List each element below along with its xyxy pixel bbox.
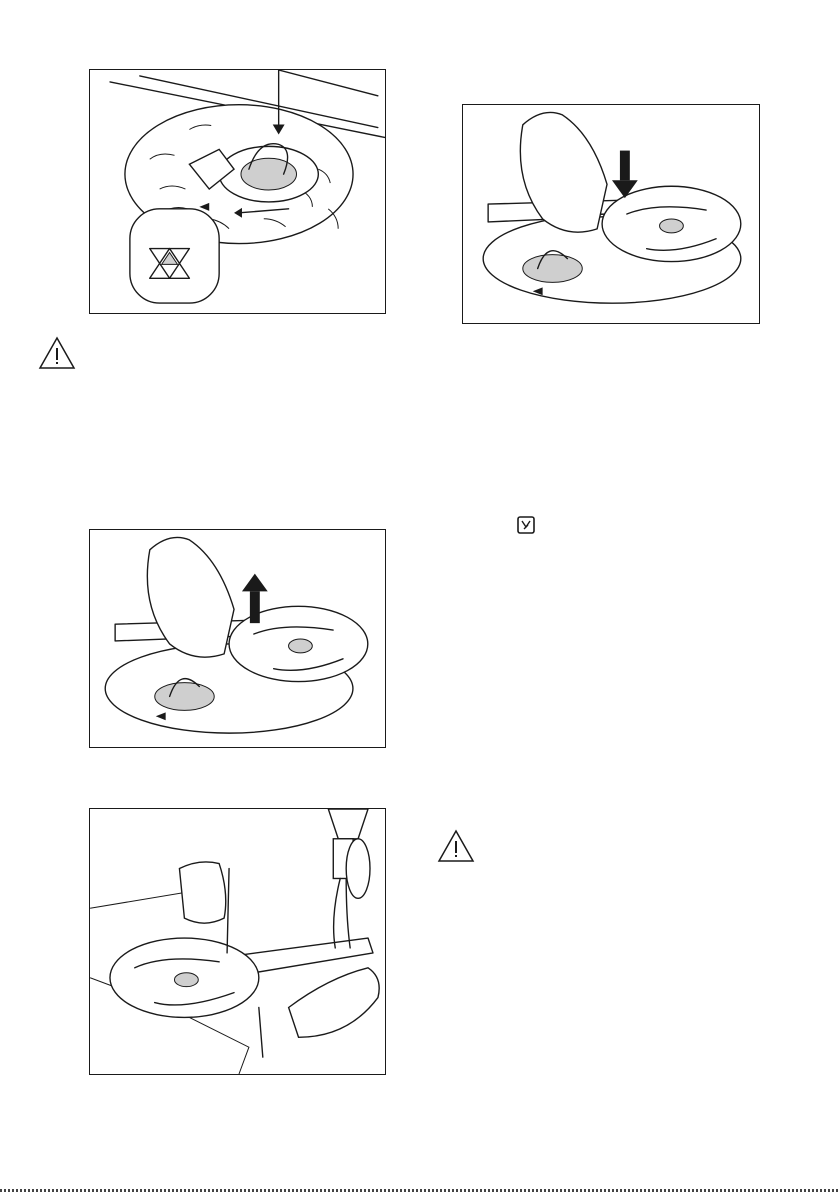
figure-push-spray-arm: [462, 104, 760, 324]
filter-lock-illustration: [90, 70, 385, 313]
spray-arm-lift-illustration: [90, 530, 385, 747]
figure-lift-spray-arm: [89, 529, 386, 748]
warning-triangle-icon: [437, 829, 475, 863]
figure-filter-lock: [89, 69, 386, 314]
warning-triangle-icon: [38, 336, 76, 370]
program-symbol-icon: [516, 515, 536, 535]
spray-arm-push-illustration: [463, 105, 759, 323]
spray-arm-rinse-illustration: [90, 809, 385, 1074]
figure-clean-spray-arm: [89, 808, 386, 1075]
